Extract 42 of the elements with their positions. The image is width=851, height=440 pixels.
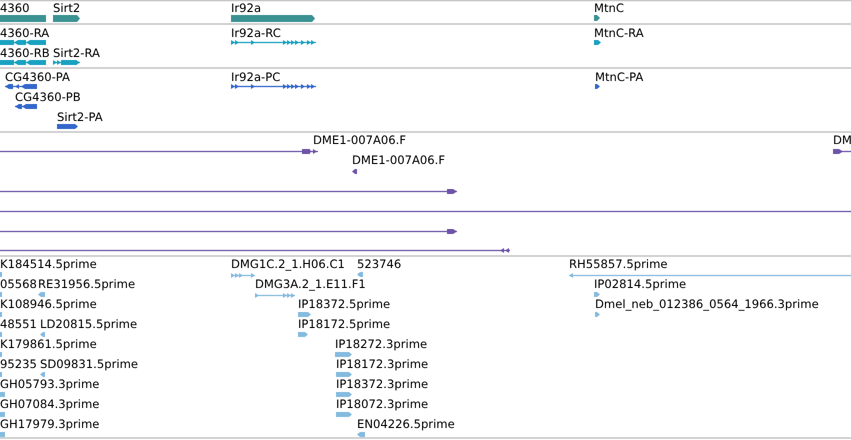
feature-label: GH05793.3prime [0, 377, 100, 391]
feature-label: 05568 [0, 277, 37, 291]
feature-label: GH17979.3prime [0, 417, 100, 431]
feature-label: EN04226.5prime [357, 417, 455, 431]
feature-label: Dmel_neb_012386_0564_1966.3prime [595, 297, 819, 311]
feature-label: Sirt2-RA [53, 46, 100, 60]
feature-label: IP18372.5prime [298, 297, 390, 311]
feature-label: 4360-RB [0, 46, 50, 60]
feature-label: 4360 [0, 1, 31, 15]
feature-label: Ir92a-PC [231, 70, 282, 84]
feature-label: CG4360-PB [15, 90, 81, 104]
feature-label: Sirt2-PA [57, 110, 103, 124]
feature-label: CG4360-PA [5, 70, 70, 84]
feature-label: MtnC [594, 1, 624, 15]
feature-label: RE31956.5prime [38, 277, 136, 291]
feature-label: DME1-007A06.F [312, 133, 406, 147]
feature-label: 523746 [357, 257, 402, 271]
feature-label: DMG3A.2_1.E11.F1 [255, 277, 366, 291]
feature-label: IP18372.3prime [336, 377, 428, 391]
feature-label: MtnC-RA [594, 26, 644, 40]
feature-label: K179861.5prime [0, 337, 97, 351]
feature-label: Sirt2 [53, 1, 80, 15]
feature-label: DMG1C.2_1.H06.C1 [231, 257, 345, 271]
feature-label: MtnC-PA [595, 70, 644, 84]
feature-label: 4360-RA [0, 26, 50, 40]
feature-label: SD09831.5prime [40, 357, 138, 371]
feature-label: Ir92a [231, 1, 262, 15]
feature-label: 48551 [0, 317, 37, 331]
feature-label: IP18072.3prime [336, 397, 428, 411]
feature-label: K184514.5prime [0, 257, 97, 271]
feature-label: LD20815.5prime [40, 317, 138, 331]
feature-label: IP18272.3prime [335, 337, 428, 351]
feature-label: 95235 [0, 357, 37, 371]
feature-label: K108946.5prime [0, 297, 97, 311]
feature-label: DME1-007A06.F [352, 153, 445, 167]
feature-label: RH55857.5prime [569, 257, 668, 271]
feature-label: GH07084.3prime [0, 397, 100, 411]
feature-label: IP18172.5prime [298, 317, 390, 331]
feature-label: Ir92a-RC [231, 26, 282, 40]
feature-label: IP18172.3prime [336, 357, 428, 371]
feature-label: DM [833, 133, 851, 147]
feature-label: IP02814.5prime [594, 277, 686, 291]
